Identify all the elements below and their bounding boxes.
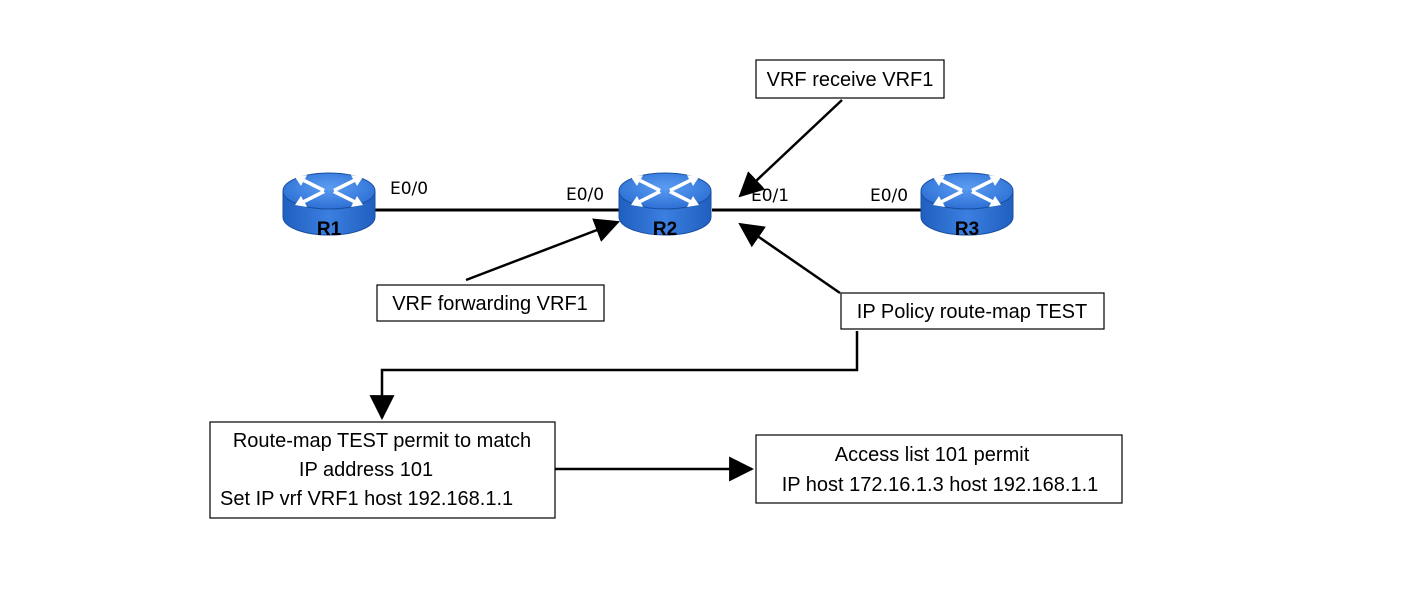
vrf-forwarding-text: VRF forwarding VRF1 [392,293,588,315]
router-r1: R1 [282,172,376,240]
connector-policy-to-routemap [369,331,859,421]
interface-label-r2-e0-1: E0/1 [751,186,789,206]
access-list-line-1: Access list 101 permit [835,444,1030,466]
interface-label-r2-e0-0: E0/0 [566,185,604,205]
route-map-line-3: Set IP vrf VRF1 host 192.168.1.1 [220,488,513,510]
ip-policy-box [840,292,1105,330]
route-map-line-2: IP address 101 [299,459,433,481]
route-map-line-1: Route-map TEST permit to match [233,430,531,452]
arrow-vrf-forwarding [465,218,620,282]
access-list-line-2: IP host 172.16.1.3 host 192.168.1.1 [782,474,1099,496]
router-label-r3: R3 [955,219,979,240]
router-r3: R3 [920,172,1014,240]
vrf-forwarding-box [376,284,605,322]
access-list-box [755,434,1123,504]
arrow-vrf-receive [738,99,843,198]
interface-label-r3-e0-0: E0/0 [870,186,908,206]
ip-policy-text: IP Policy route-map TEST [857,301,1087,323]
router-label-r1: R1 [317,219,342,240]
vrf-receive-box [755,59,945,99]
vrf-receive-text: VRF receive VRF1 [767,69,934,91]
router-r2: R2 [618,172,712,240]
arrow-ip-policy [738,222,841,295]
route-map-box [209,421,556,519]
router-label-r2: R2 [653,219,677,240]
interface-label-r1-e0-0: E0/0 [390,179,428,199]
